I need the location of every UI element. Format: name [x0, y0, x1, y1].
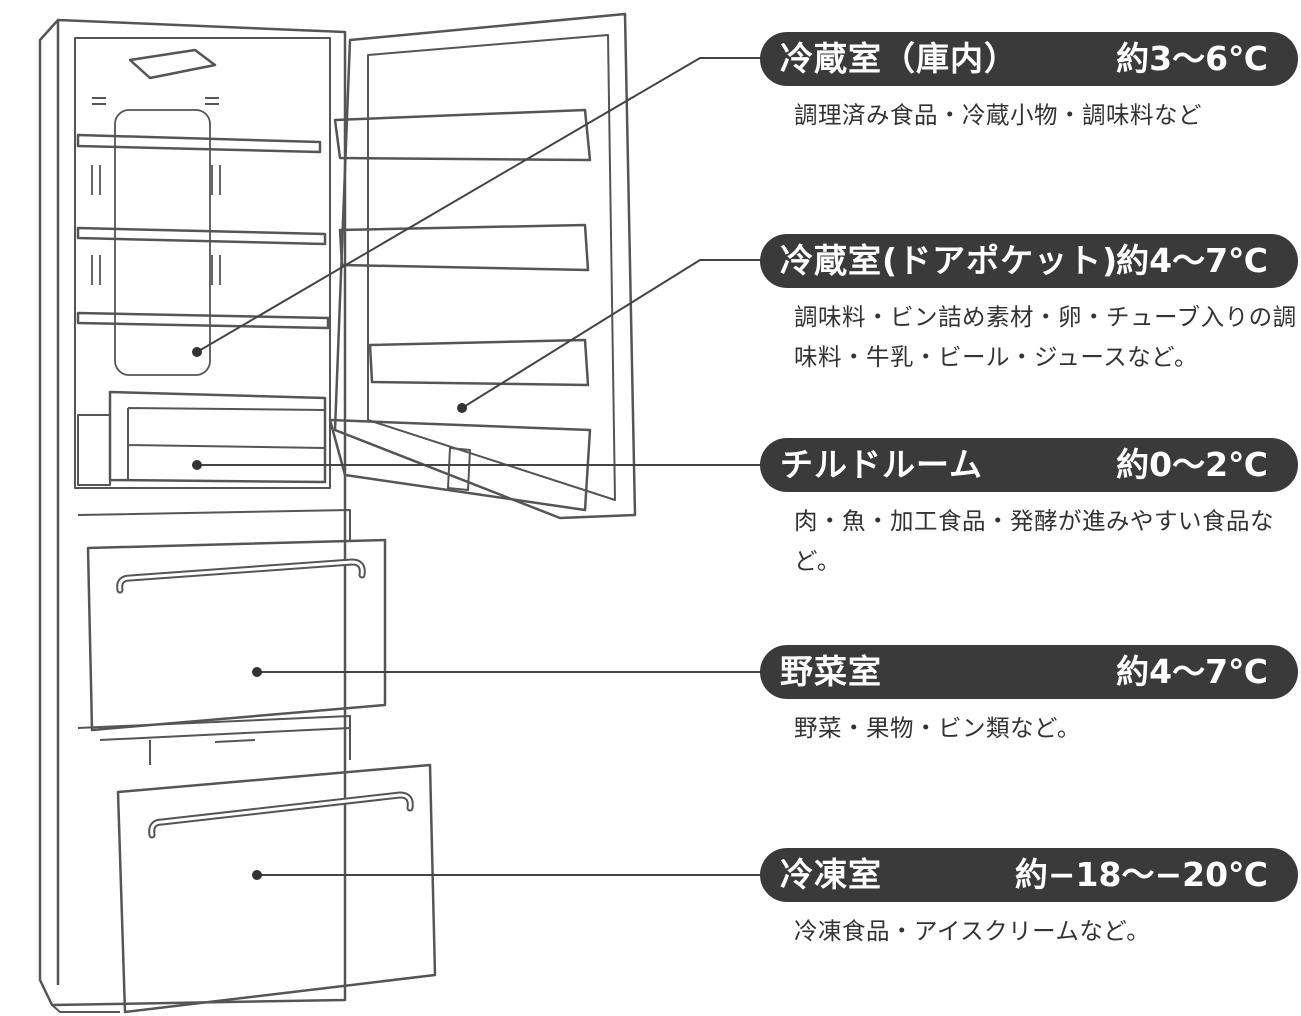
fridge-shelf [76, 133, 322, 154]
zone-name: チルドルーム [780, 445, 984, 484]
chilled-room-drawer [108, 390, 327, 484]
zone-description: 冷凍食品・アイスクリームなど。 [794, 917, 1151, 945]
zone-pill: 野菜室 約4〜7℃ [760, 645, 1298, 699]
fridge-shelf [76, 226, 327, 246]
zone-temperature: 約−18〜−20℃ [1014, 855, 1268, 894]
zone-temperature: 約4〜7℃ [1116, 241, 1268, 280]
fridge-shelf [76, 311, 330, 330]
freezer-drawer [116, 763, 437, 1014]
refrigerator-door [333, 12, 637, 520]
zone-description: 野菜・果物・ビン類など。 [794, 714, 1081, 742]
marker-dot [192, 347, 202, 357]
zone-fridge-interior: 冷蔵室（庫内） 約3〜6℃ 調理済み食品・冷蔵小物・調味料など [760, 32, 1298, 135]
zone-pill: チルドルーム 約0〜2℃ [760, 438, 1298, 492]
zone-pill: 冷凍室 約−18〜−20℃ [760, 848, 1298, 902]
zone-door-pocket: 冷蔵室(ドアポケット) 約4〜7℃ 調味料・ビン詰め素材・卵・チューブ入りの調味… [760, 234, 1298, 377]
zone-description: 肉・魚・加工食品・発酵が進みやすい食品など。 [794, 507, 1274, 575]
zone-name: 冷蔵室（庫内） [780, 39, 1018, 78]
marker-dot [457, 403, 467, 413]
zone-vegetable-room: 野菜室 約4〜7℃ 野菜・果物・ビン類など。 [760, 645, 1298, 748]
door-pocket [333, 108, 592, 162]
zone-name: 冷蔵室(ドアポケット) [780, 241, 1119, 280]
leader-line-fridge-interior [196, 57, 765, 353]
zone-freezer: 冷凍室 約−18〜−20℃ 冷凍食品・アイスクリームなど。 [760, 848, 1298, 951]
zone-name: 冷凍室 [780, 855, 882, 894]
zone-temperature: 約3〜6℃ [1116, 39, 1268, 78]
marker-dot [252, 667, 262, 677]
vegetable-drawer [86, 538, 387, 732]
door-pocket [368, 338, 590, 387]
zone-pill: 冷蔵室(ドアポケット) 約4〜7℃ [760, 234, 1298, 288]
zone-description: 調理済み食品・冷蔵小物・調味料など [794, 101, 1202, 129]
marker-dot [252, 870, 262, 880]
zone-name: 野菜室 [780, 652, 882, 691]
freezer-drawer-handle [148, 791, 414, 839]
zone-temperature: 約4〜7℃ [1116, 652, 1268, 691]
door-pocket [338, 223, 590, 272]
marker-dot [192, 460, 202, 470]
zone-pill: 冷蔵室（庫内） 約3〜6℃ [760, 32, 1298, 86]
door-pocket [328, 418, 592, 512]
zone-description: 調味料・ビン詰め素材・卵・チューブ入りの調味料・牛乳・ビール・ジュースなど。 [794, 303, 1297, 371]
leader-line-door-pocket [461, 259, 765, 409]
zone-temperature: 約0〜2℃ [1116, 445, 1268, 484]
zone-chilled-room: チルドルーム 約0〜2℃ 肉・魚・加工食品・発酵が進みやすい食品など。 [760, 438, 1298, 581]
